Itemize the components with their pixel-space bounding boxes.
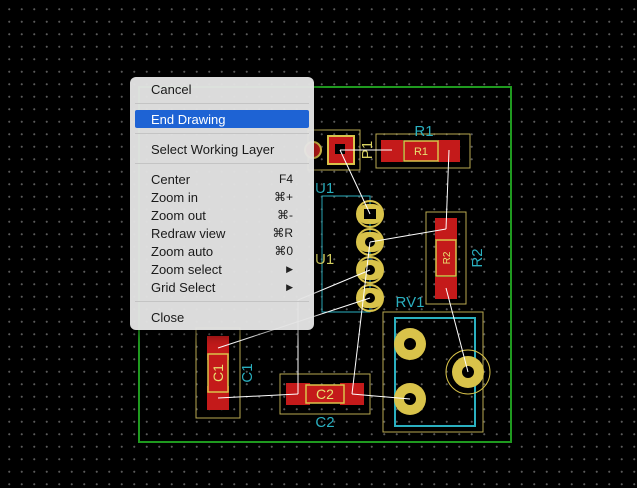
menu-item-label: End Drawing [151,111,226,127]
r1-courtyard [375,133,471,169]
r1-pad-1 [381,140,403,162]
ratsnest-line [445,287,469,373]
context-menu: Cancel End Drawing Select Working Layer … [130,77,314,330]
r1-ref-label: R1 [414,123,433,140]
menu-item-label: Zoom out [151,207,206,223]
menu-separator [135,163,309,164]
menu-item-label: Select Working Layer [151,141,275,157]
menu-separator [135,133,309,134]
ratsnest-line [339,149,371,215]
menu-item-shortcut: ⌘0 [274,244,293,258]
r2-value-label: R2 [442,251,453,264]
menu-item-close[interactable]: Close [135,308,309,326]
menu-item-redraw-view[interactable]: Redraw view ⌘R [135,224,309,242]
ratsnest-line [445,149,450,230]
menu-item-shortcut: ⌘+ [273,190,293,204]
menu-item-label: Close [151,309,185,325]
r2-body [435,239,457,277]
c2-ref-label: C2 [315,414,334,431]
rv1-pad-ring [445,349,491,395]
menu-item-shortcut: F4 [278,172,293,186]
menu-item-grid-select[interactable]: Grid Select ▶ [135,278,309,296]
menu-item-label: Grid Select [151,279,216,295]
menu-item-zoom-in[interactable]: Zoom in ⌘+ [135,188,309,206]
menu-item-zoom-select[interactable]: Zoom select ▶ [135,260,309,278]
menu-item-center[interactable]: Center F4 [135,170,309,188]
footprint-u1[interactable]: U1 U1 [315,180,384,313]
ratsnest-line [351,393,411,400]
c1-ref-label: C1 [239,363,256,382]
menu-item-zoom-auto[interactable]: Zoom auto ⌘0 [135,242,309,260]
u1-ref-label: U1 [315,180,334,197]
footprint-c1[interactable]: C1 C1 [195,327,256,419]
menu-separator [135,301,309,302]
c1-body [207,353,229,393]
menu-item-select-working-layer[interactable]: Select Working Layer [135,140,309,158]
menu-item-label: Cancel [151,81,192,97]
r1-body [403,140,439,162]
menu-separator [135,103,309,104]
menu-item-cancel[interactable]: Cancel [135,80,309,98]
footprint-r2[interactable]: R2 R2 [425,211,486,305]
c2-body [305,384,345,404]
ratsnest-line [369,228,447,243]
footprint-r1[interactable]: R1 R1 [375,123,471,169]
c2-value-label: C2 [316,386,334,402]
r1-value-label: R1 [414,146,428,158]
menu-item-label: Zoom auto [151,243,214,259]
rv1-ref-label: RV1 [396,294,425,311]
rv1-drill-1 [404,338,416,350]
menu-item-label: Zoom in [151,189,198,205]
footprint-c2[interactable]: C2 C2 [279,373,371,431]
r2-ref-label: R2 [469,248,486,267]
p1-drill-1 [335,144,345,154]
c2-courtyard [279,373,371,415]
menu-item-label: Zoom select [151,261,222,277]
footprint-rv1[interactable]: RV1 [382,294,491,433]
menu-item-shortcut: ⌘R [272,226,293,240]
c1-value-label: C1 [210,364,226,382]
ratsnest [217,149,469,400]
menu-item-label: Redraw view [151,225,226,241]
menu-item-zoom-out[interactable]: Zoom out ⌘- [135,206,309,224]
menu-item-shortcut: ⌘- [277,208,293,222]
submenu-arrow-icon: ▶ [286,263,293,274]
submenu-arrow-icon: ▶ [286,281,293,292]
ratsnest-line [217,393,299,399]
ratsnest-line [351,241,371,395]
menu-item-end-drawing[interactable]: End Drawing [135,110,309,128]
u1-value-label: U1 [315,251,334,268]
r2-courtyard [425,211,467,305]
menu-item-label: Center [151,171,191,187]
